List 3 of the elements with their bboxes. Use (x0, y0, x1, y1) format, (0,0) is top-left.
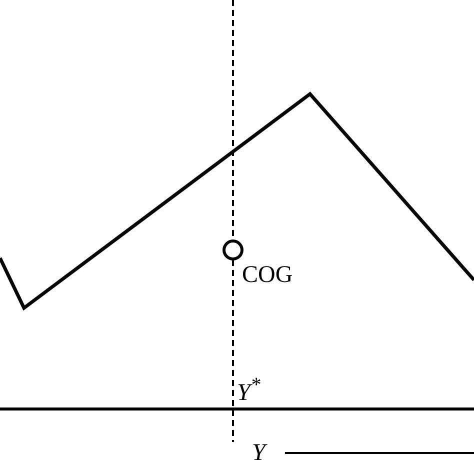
axis-label: Y$^{*}$ (237, 373, 260, 406)
point-label: COG (242, 262, 293, 288)
axis-label: Y (252, 440, 266, 466)
